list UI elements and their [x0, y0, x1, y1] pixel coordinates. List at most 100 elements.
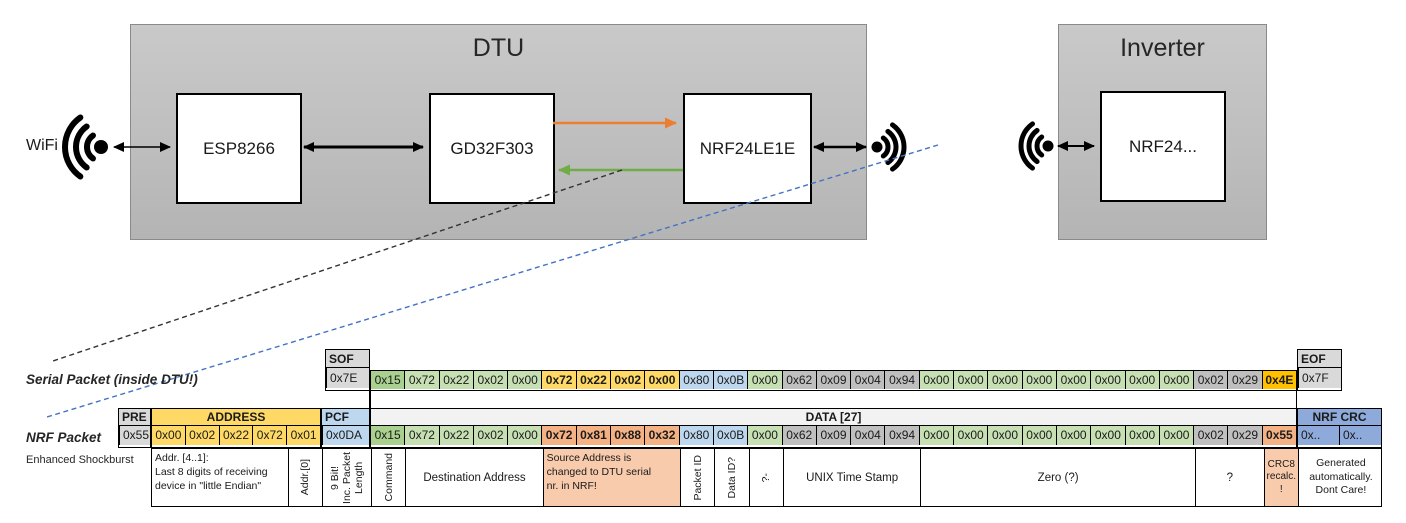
nrf-byte-cell: 0x00 [1021, 426, 1056, 445]
pre-header-cell: PRE [119, 409, 150, 426]
data-header-cell: DATA [27] [371, 409, 1296, 426]
esp8266-label: ESP8266 [203, 138, 275, 158]
nrf-byte-cell: 0x32 [644, 426, 679, 445]
nrf-byte-cell: 0x09 [815, 426, 851, 445]
address-byte-cell: 0x02 [184, 426, 219, 445]
rf-antenna-icon-right [871, 122, 907, 172]
nrf-crc-values-row: 0x..0x.. [1298, 426, 1381, 445]
serial-byte-cell: 0x00 [747, 371, 782, 389]
serial-byte-cell: 0x00 [1158, 371, 1194, 389]
annotation-data_id-text: Data ID? [725, 456, 738, 499]
enhanced-shockburst-label: Enhanced Shockburst [26, 454, 134, 466]
serial-byte-cell: 0x80 [678, 371, 713, 389]
serial-byte-cell: 0x62 [781, 371, 816, 389]
annotation-zero: Zero (?) [920, 449, 1195, 506]
nrf-byte-cell: 0x81 [575, 426, 611, 445]
wifi-waves-icon [61, 114, 108, 180]
annotation-packet-id: Packet ID [679, 449, 714, 506]
nrf-byte-cell: 0x88 [610, 426, 645, 445]
nrf-byte-cell: 0x02 [1193, 426, 1228, 445]
nrf-byte-cell: 0x80 [678, 426, 713, 445]
nrf24le1e-label: NRF24LE1E [699, 138, 796, 158]
serial-byte-cell: 0x94 [884, 371, 919, 389]
nrf-packet-label: NRF Packet [26, 430, 102, 445]
nrf-byte-cell: 0x00 [1124, 426, 1159, 445]
annotation-pcf: 9 Bit! Inc. Packet Length [322, 449, 371, 506]
nrf-crc-header-cell: NRF CRC [1298, 409, 1381, 426]
serial-byte-cell: 0x72 [404, 371, 439, 389]
address-byte-cell: 0x01 [286, 426, 320, 445]
rf-antenna-icon-left [1018, 121, 1054, 171]
pcf-value-cell: 0x0DA [322, 426, 369, 445]
serial-byte-cell: 0x00 [1055, 371, 1091, 389]
annotation-crc8: CRC8 recalc. ! [1263, 449, 1298, 506]
byte-annotation-row: Addr. [4..1]: Last 8 digits of receiving… [151, 448, 1382, 507]
nrf-crc-value-cell: 0x.. [1339, 426, 1381, 445]
annotation-addr41: Addr. [4..1]: Last 8 digits of receiving… [155, 452, 268, 493]
address-header-cell: ADDRESS [152, 409, 320, 426]
annotation-packet_id-text: Packet ID [691, 454, 704, 501]
annotation-command-text: Command [382, 453, 395, 502]
nrf-crc-value-cell: 0x.. [1298, 426, 1339, 445]
pre-value-cell: 0x55 [119, 426, 150, 445]
dtu-panel-title: DTU [472, 34, 525, 62]
serial-byte-cell: 0x72 [541, 371, 576, 389]
data-bridge-right-line [1295, 390, 1297, 409]
pcf-header-cell: PCF [322, 409, 369, 426]
nrf-byte-cell: 0x00 [747, 426, 782, 445]
serial-byte-cell: 0x22 [438, 371, 473, 389]
annotation-generated: Generated automatically. Dont Care! [1297, 449, 1383, 506]
nrf-byte-cell: 0x00 [1055, 426, 1091, 445]
annotation-q-dash: ?- [748, 449, 783, 506]
data-bridge-left-line [369, 390, 371, 409]
annotation-source: Source Address is changed to DTU serial … [542, 449, 680, 506]
address-byte-cell: 0x22 [218, 426, 253, 445]
nrf-byte-cell: 0x72 [541, 426, 576, 445]
gd32f303-label: GD32F303 [450, 138, 534, 158]
nrf-byte-cell: 0x29 [1227, 426, 1262, 445]
annotation-data-id: Data ID? [714, 449, 748, 506]
nrf-byte-cell: 0x15 [371, 426, 405, 445]
nrf-byte-cell: 0x00 [507, 426, 542, 445]
serial-byte-cell: 0x29 [1227, 371, 1262, 389]
nrf-byte-cell: 0x00 [918, 426, 954, 445]
annotation-q_dash-text: ?- [760, 472, 773, 483]
annotation-dest: Destination Address [405, 449, 542, 506]
nrf-byte-cell: 0x02 [472, 426, 508, 445]
annotation-command: Command [371, 449, 405, 506]
serial-byte-cell: 0x0B [712, 371, 748, 389]
sof-header-cell: SOF [326, 350, 369, 368]
annotation-unix: UNIX Time Stamp [782, 449, 920, 506]
gd32f303-box: GD32F303 [429, 93, 555, 204]
annotation-pcf-text: 9 Bit! Inc. Packet Length [328, 451, 366, 504]
serial-byte-cell: 0x22 [575, 371, 611, 389]
serial-byte-cell: 0x00 [1021, 371, 1056, 389]
serial-byte-cell: 0x4E [1261, 371, 1297, 389]
nrf-byte-cell: 0x22 [438, 426, 473, 445]
annotation-addr0-text: Addr.[0] [299, 459, 312, 496]
nrf-byte-cell: 0x72 [404, 426, 439, 445]
nrf-byte-cell: 0x94 [884, 426, 919, 445]
wifi-label: WiFi [26, 137, 58, 154]
serial-byte-cell: 0x00 [1090, 371, 1125, 389]
serial-byte-cell: 0x00 [644, 371, 679, 389]
serial-byte-cell: 0x15 [371, 371, 405, 389]
eof-header-cell: EOF [1298, 350, 1341, 368]
serial-byte-cell: 0x02 [1193, 371, 1228, 389]
esp8266-box: ESP8266 [176, 93, 302, 204]
serial-byte-cell: 0x00 [918, 371, 954, 389]
serial-byte-cell: 0x02 [472, 371, 508, 389]
nrf-byte-cell: 0x0B [712, 426, 748, 445]
inverter-nrf24-label: NRF24... [1128, 136, 1198, 156]
serial-byte-cell: 0x00 [953, 371, 988, 389]
